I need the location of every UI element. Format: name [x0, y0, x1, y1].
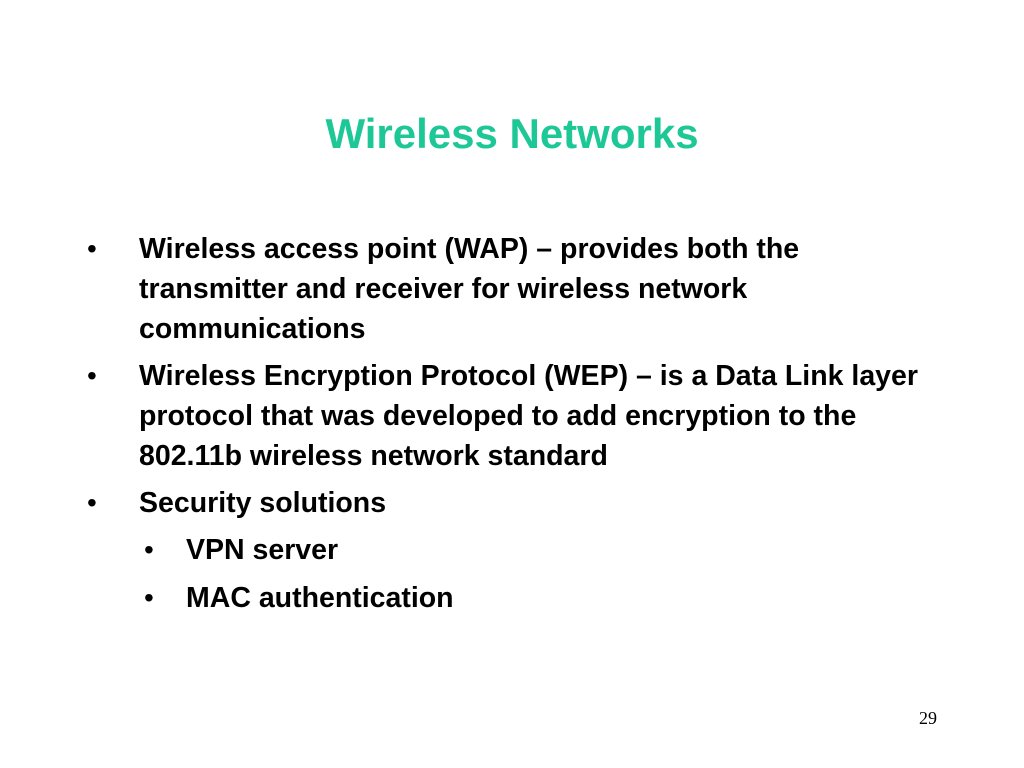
bullet-glyph: •	[144, 582, 154, 613]
bullet-glyph: •	[87, 233, 97, 264]
bullet-item-security-solutions: • Security solutions	[0, 483, 939, 523]
bullet-text: Wireless access point (WAP) – provides b…	[139, 233, 800, 345]
bullet-glyph: •	[144, 534, 154, 565]
bullet-item-wep: • Wireless Encryption Protocol (WEP) – i…	[0, 356, 939, 476]
bullet-text: VPN server	[186, 534, 339, 566]
sub-bullet-item-vpn-server: • VPN server	[0, 530, 946, 570]
bullet-glyph: •	[87, 487, 97, 518]
slide-title: Wireless Networks	[325, 110, 699, 157]
bullet-text: Security solutions	[139, 487, 387, 519]
bullet-item-wap: • Wireless access point (WAP) – provides…	[0, 229, 939, 349]
bullet-text: Wireless Encryption Protocol (WEP) – is …	[139, 360, 918, 472]
page-number: 29	[919, 708, 937, 728]
bullet-list: • Wireless access point (WAP) – provides…	[0, 229, 1024, 626]
bullet-glyph: •	[87, 360, 97, 391]
bullet-text: MAC authentication	[186, 582, 454, 614]
sub-bullet-item-mac-authentication: • MAC authentication	[0, 578, 946, 618]
